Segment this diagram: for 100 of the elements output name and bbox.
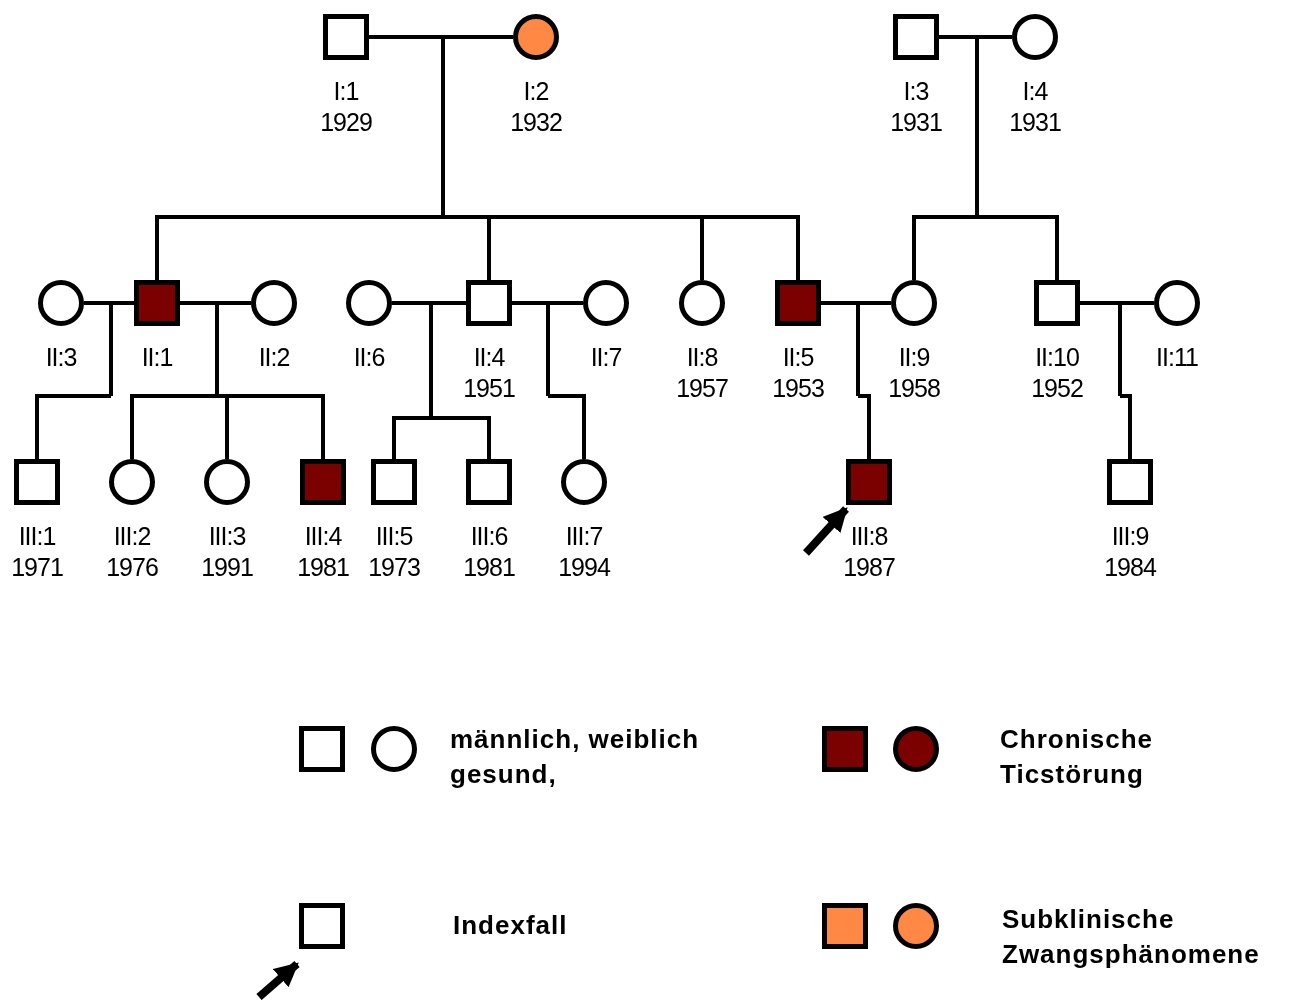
descent-line bbox=[856, 303, 860, 396]
generation-id-label: II:11 bbox=[1155, 342, 1199, 373]
birth-year-label: 1952 bbox=[1030, 373, 1084, 404]
male-square bbox=[371, 459, 417, 505]
descent-line bbox=[1120, 394, 1132, 459]
generation-id-label: III:6 bbox=[469, 521, 509, 552]
generation-id-label: II:5 bbox=[781, 342, 815, 373]
generation-id-label: II:10 bbox=[1034, 342, 1080, 373]
birth-year-label: 1929 bbox=[319, 107, 373, 138]
descent-line bbox=[975, 37, 979, 217]
male-square bbox=[14, 459, 60, 505]
generation-id-label: I:1 bbox=[332, 76, 360, 107]
generation-id-label: II:8 bbox=[685, 342, 719, 373]
mating-line bbox=[1120, 301, 1154, 305]
generation-id-label: I:3 bbox=[902, 76, 930, 107]
descent-line bbox=[977, 215, 1059, 280]
descent-line bbox=[443, 215, 800, 280]
female-circle bbox=[204, 459, 250, 505]
proband-arrow bbox=[803, 506, 849, 556]
birth-year-label: 1971 bbox=[10, 552, 64, 583]
generation-id-label: III:9 bbox=[1110, 521, 1150, 552]
birth-year-label: 1991 bbox=[200, 552, 254, 583]
mating-line bbox=[512, 301, 548, 305]
male-square bbox=[1107, 459, 1153, 505]
female-circle bbox=[513, 14, 559, 60]
mating-line bbox=[858, 301, 891, 305]
mating-line bbox=[392, 301, 431, 305]
descent-line bbox=[431, 416, 491, 459]
male-square bbox=[1034, 280, 1080, 326]
female-circle bbox=[891, 280, 937, 326]
female-circle bbox=[38, 280, 84, 326]
mating-line bbox=[431, 301, 466, 305]
birth-year-label: 1953 bbox=[771, 373, 825, 404]
legend-label: Chronische Ticstörung bbox=[1000, 723, 1155, 791]
generation-id-label: II:2 bbox=[257, 342, 291, 373]
descent-line bbox=[392, 416, 431, 459]
descent-line bbox=[546, 303, 550, 396]
male-square bbox=[775, 280, 821, 326]
generation-id-label: I:4 bbox=[1021, 76, 1049, 107]
generation-id-label: II:6 bbox=[352, 342, 386, 373]
birth-year-label: 1984 bbox=[1103, 552, 1158, 583]
descent-line bbox=[912, 215, 977, 280]
generation-id-label: II:3 bbox=[44, 342, 78, 373]
descent-line bbox=[35, 394, 111, 459]
mating-line bbox=[939, 35, 977, 39]
female-circle bbox=[561, 459, 607, 505]
mating-line bbox=[977, 35, 1012, 39]
female-circle bbox=[679, 280, 725, 326]
birth-year-label: 1931 bbox=[889, 107, 943, 138]
generation-id-label: I:2 bbox=[522, 76, 550, 107]
male-square bbox=[893, 14, 939, 60]
mating-line bbox=[111, 301, 134, 305]
generation-id-label: III:8 bbox=[849, 521, 889, 552]
male-square bbox=[323, 14, 369, 60]
male-square bbox=[466, 280, 512, 326]
birth-year-label: 1931 bbox=[1008, 107, 1062, 138]
male-square bbox=[846, 459, 892, 505]
generation-id-label: II:9 bbox=[897, 342, 931, 373]
legend-label: männlich, weiblich gesund, bbox=[450, 723, 701, 791]
mating-line bbox=[84, 301, 111, 305]
birth-year-label: 1981 bbox=[462, 552, 516, 583]
birth-year-label: 1994 bbox=[557, 552, 612, 583]
birth-year-label: 1987 bbox=[842, 552, 896, 583]
birth-year-label: 1976 bbox=[105, 552, 159, 583]
descent-line bbox=[109, 303, 113, 396]
descent-line bbox=[429, 303, 433, 418]
female-circle bbox=[346, 280, 392, 326]
generation-id-label: III:2 bbox=[112, 521, 152, 552]
legend-label: Indexfall bbox=[453, 909, 569, 942]
generation-id-label: II:7 bbox=[589, 342, 623, 373]
generation-id-label: III:7 bbox=[564, 521, 604, 552]
mating-line bbox=[180, 301, 217, 305]
generation-id-label: II:1 bbox=[140, 342, 174, 373]
birth-year-label: 1932 bbox=[509, 107, 563, 138]
birth-year-label: 1951 bbox=[462, 373, 516, 404]
female-circle bbox=[1154, 280, 1200, 326]
male-square bbox=[134, 280, 180, 326]
female-circle bbox=[109, 459, 155, 505]
male-square bbox=[466, 459, 512, 505]
descent-line bbox=[548, 394, 586, 459]
generation-id-label: II:4 bbox=[472, 342, 506, 373]
birth-year-label: 1958 bbox=[887, 373, 941, 404]
male-square bbox=[300, 459, 346, 505]
descent-line bbox=[1118, 303, 1122, 396]
descent-line bbox=[858, 394, 871, 459]
legend-label: Subklinische Zwangsphänomene bbox=[1002, 903, 1261, 971]
mating-line bbox=[369, 35, 443, 39]
mating-line bbox=[548, 301, 583, 305]
descent-line bbox=[130, 394, 217, 459]
female-circle bbox=[583, 280, 629, 326]
descent-line bbox=[215, 303, 219, 396]
mating-line bbox=[443, 35, 513, 39]
descent-line bbox=[441, 37, 445, 217]
descent-line bbox=[155, 215, 443, 280]
birth-year-label: 1957 bbox=[675, 373, 729, 404]
mating-line bbox=[821, 301, 858, 305]
female-circle bbox=[251, 280, 297, 326]
mating-line bbox=[217, 301, 251, 305]
female-circle bbox=[1012, 14, 1058, 60]
generation-id-label: III:1 bbox=[17, 521, 57, 552]
